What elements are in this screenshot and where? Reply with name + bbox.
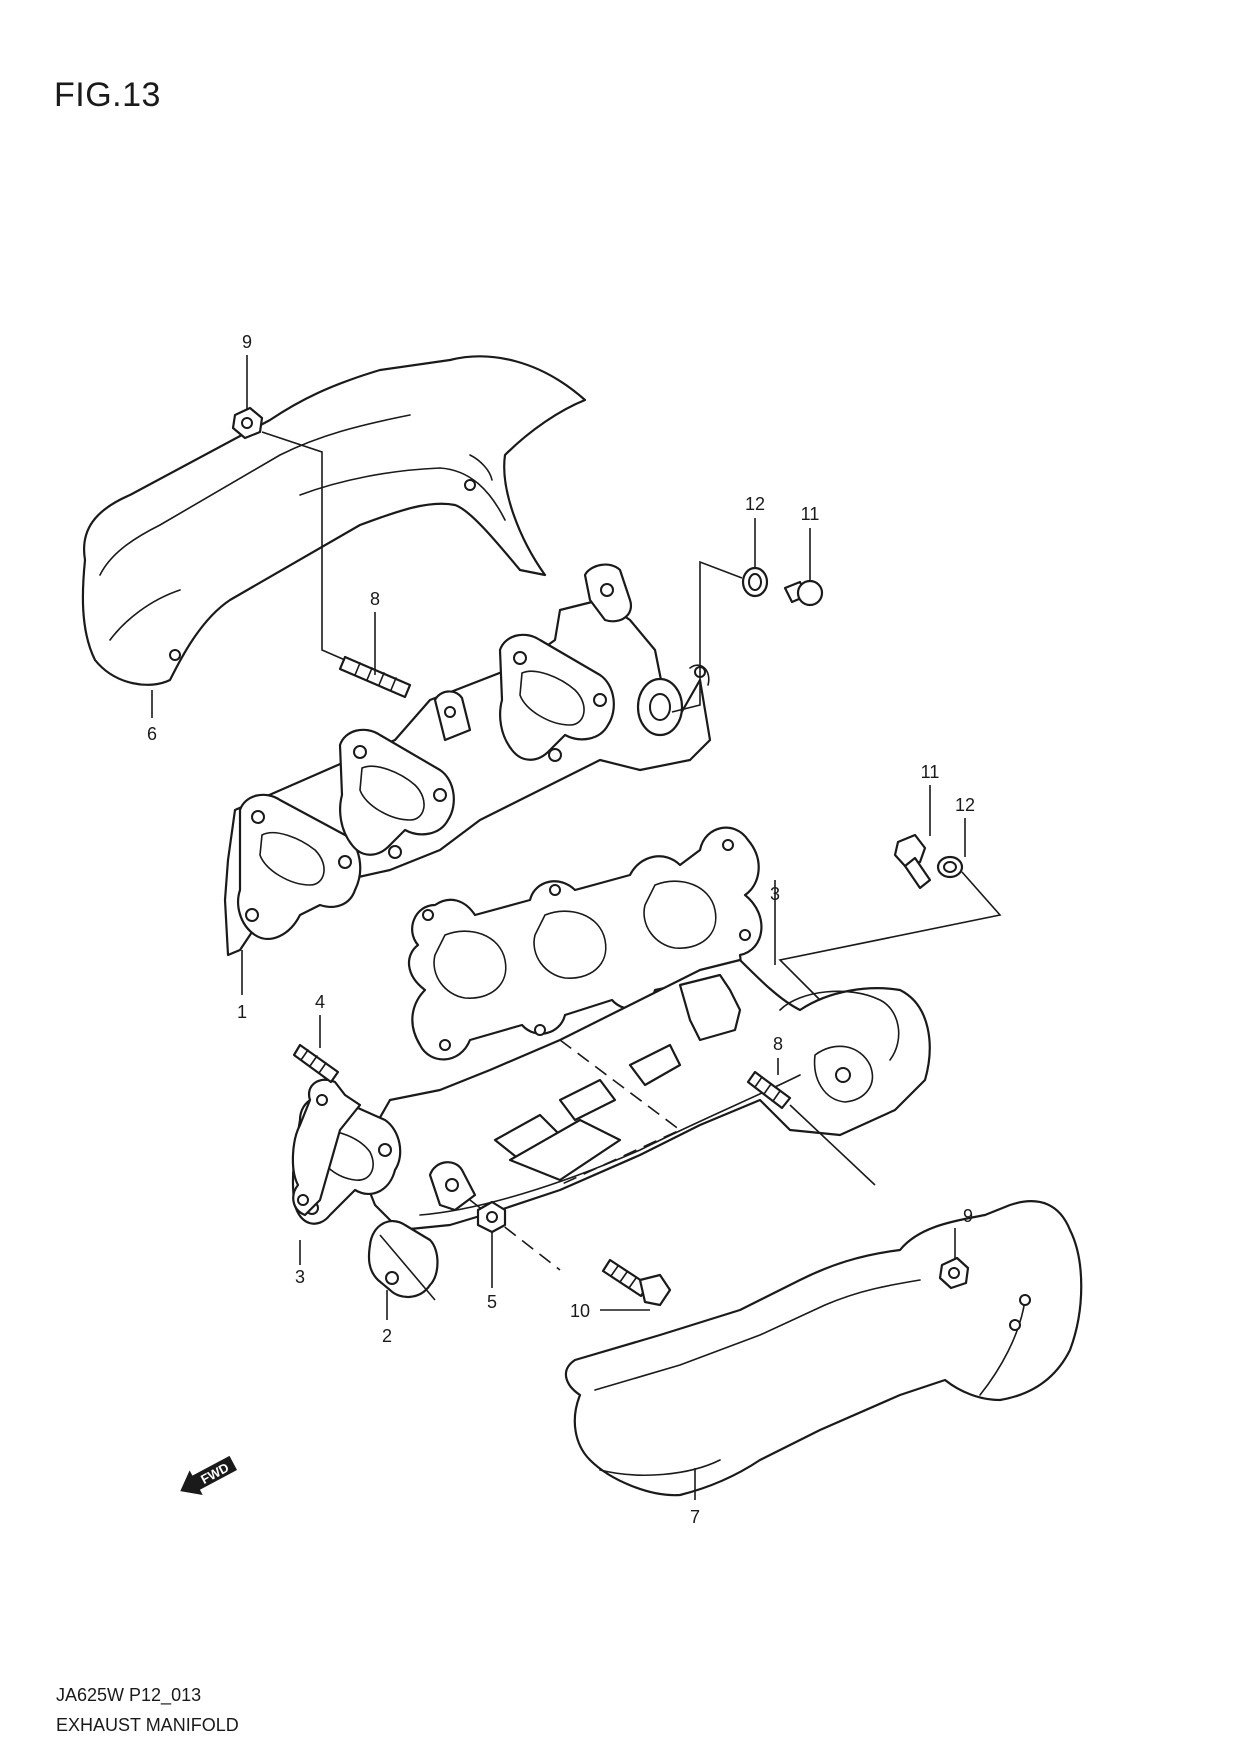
stud-8-top (338, 655, 412, 699)
plug-bolt-11-right (893, 833, 932, 890)
stud-4 (292, 1043, 340, 1084)
callout-8-lower: 8 (773, 1034, 783, 1054)
callout-3-lower: 3 (295, 1267, 305, 1287)
callout-5: 5 (487, 1292, 497, 1312)
gasket-ring-12-right (936, 855, 964, 879)
drawing-code: JA625W P12_013 (56, 1685, 202, 1705)
nut-5 (476, 1200, 507, 1234)
callout-8-top: 8 (370, 589, 380, 609)
callout-9-top: 9 (242, 332, 252, 352)
upper-heat-shield (81, 355, 587, 686)
lower-heat-shield (564, 1200, 1083, 1497)
callout-3-upper: 3 (770, 884, 780, 904)
exhaust-manifold-upper (223, 563, 712, 957)
gasket-upper (408, 826, 763, 1061)
callout-6: 6 (147, 724, 157, 744)
nut-9-lower (938, 1256, 970, 1290)
callout-11-top: 11 (801, 504, 820, 524)
fwd-label: FWD (198, 1460, 231, 1487)
fwd-arrow-icon: FWD (180, 1455, 238, 1496)
callout-10: 10 (570, 1301, 590, 1321)
bolt-10 (601, 1258, 672, 1307)
callout-7: 7 (690, 1507, 700, 1527)
gasket-ring-12-top (741, 566, 769, 598)
stud-8-lower (746, 1070, 792, 1110)
callout-12-right: 12 (955, 795, 975, 815)
callout-1: 1 (237, 1002, 247, 1022)
callout-11-right: 11 (921, 762, 940, 782)
gasket-lower (291, 1078, 362, 1217)
callout-2: 2 (382, 1326, 392, 1346)
figure-title: FIG.13 (54, 76, 161, 114)
exhaust-manifold-lower (291, 958, 931, 1298)
drawing-name: EXHAUST MANIFOLD (56, 1715, 239, 1735)
callout-12-top: 12 (745, 494, 765, 514)
callout-9-lower: 9 (963, 1206, 973, 1226)
plug-bolt-11-top (783, 579, 824, 607)
callout-labels: 9 8 6 12 11 11 12 3 1 4 8 9 3 5 2 10 7 (147, 332, 975, 1527)
nut-9-top (231, 406, 264, 440)
leader-lines (151, 355, 1002, 1500)
callout-4: 4 (315, 992, 325, 1012)
